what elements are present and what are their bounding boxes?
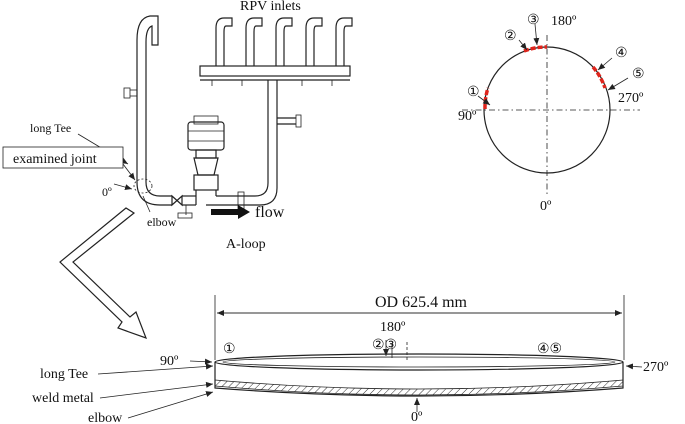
marker-3: ③ <box>527 13 540 28</box>
pipe-body <box>214 362 624 397</box>
examined-joint-label: examined joint <box>13 152 97 167</box>
flow-label: flow <box>255 204 285 221</box>
circle-180-label: 180º <box>551 14 577 29</box>
marker-4: ④ <box>615 46 628 61</box>
defect-2-3 <box>523 45 548 53</box>
elbow-label: elbow <box>147 215 177 229</box>
pipe-0-label: 0º <box>411 410 423 424</box>
pipe-270-label: 270º <box>643 360 669 375</box>
long-tee-label: long Tee <box>30 121 71 135</box>
marker-1: ① <box>467 85 480 100</box>
pipe-elbow-label: elbow <box>88 411 123 424</box>
discharge-pipe <box>245 88 278 206</box>
rpv-inlets-label: RPV inlets <box>240 0 301 14</box>
pump <box>187 115 245 206</box>
pipe-90-label: 90º <box>160 354 179 369</box>
weld-metal-band <box>214 379 624 396</box>
circle-270-label: 270º <box>618 91 644 106</box>
circle-0-label: 0º <box>540 199 552 214</box>
pipe-weld-metal-label: weld metal <box>32 391 94 406</box>
pipe-section-view: OD 625.4 mm 180º ②③ ① ④⑤ 0º 90º 270º lon… <box>32 294 669 424</box>
rpv-inlet-risers <box>211 17 353 86</box>
pipe-marker-4-5: ④⑤ <box>537 342 562 357</box>
circle-90-label: 90º <box>458 109 477 124</box>
marker-2: ② <box>504 29 517 44</box>
zero-deg-label: 0º <box>102 185 112 199</box>
circumference-view: ① ② ③ ④ ⑤ 180º 90º 270º 0º <box>458 13 645 214</box>
pipe-marker-2-3: ②③ <box>372 338 397 353</box>
left-lower-bend <box>136 181 172 206</box>
piping-schematic: RPV inlets long Tee examined joint 0º el… <box>2 0 353 252</box>
pipe-marker-1: ① <box>223 342 236 357</box>
left-riser-pipe <box>136 15 159 182</box>
flow-arrow <box>211 205 250 219</box>
od-label: OD 625.4 mm <box>375 294 468 311</box>
examined-joint-box <box>2 146 124 169</box>
examined-joint-marker <box>133 178 153 194</box>
defect-4-5 <box>591 65 607 89</box>
manifold-header <box>199 65 351 77</box>
marker-5: ⑤ <box>632 67 645 82</box>
pipe-180-label: 180º <box>380 320 406 335</box>
zoom-arrow <box>59 207 148 340</box>
a-loop-label: A-loop <box>226 237 266 252</box>
defect-1 <box>483 87 490 110</box>
pipe-long-tee-label: long Tee <box>40 367 88 382</box>
